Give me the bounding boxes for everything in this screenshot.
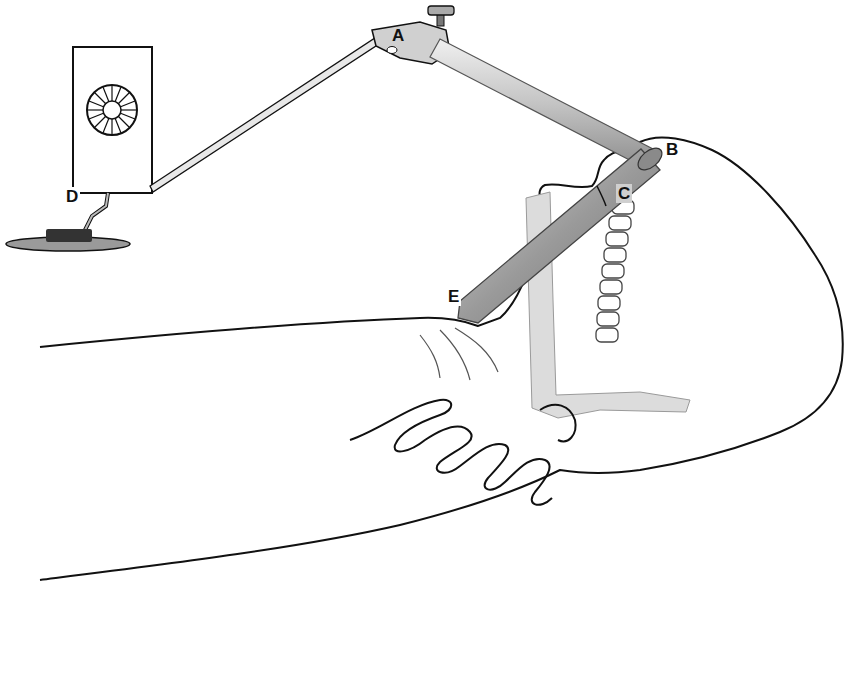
hand-contours	[540, 405, 576, 442]
tube-marker	[597, 186, 606, 206]
part-label: D	[64, 187, 80, 206]
hand-contours	[350, 400, 552, 505]
monitor	[73, 47, 152, 193]
vertebral-column	[596, 200, 634, 342]
patient-outline	[40, 137, 843, 580]
part-label: A	[390, 26, 406, 45]
laryngoscope-tube	[458, 149, 660, 323]
tube-end-cap	[634, 144, 666, 174]
joint-knob	[428, 6, 454, 15]
stand-base	[46, 229, 92, 242]
stand-post	[84, 193, 108, 232]
part-label: E	[446, 287, 461, 306]
endoscopic-view	[87, 85, 137, 135]
joint-knob	[437, 14, 444, 26]
scope-body	[430, 39, 655, 168]
neck-lines	[420, 328, 498, 380]
stand-post	[84, 193, 108, 232]
part-label: B	[664, 140, 680, 159]
holder-arm	[150, 36, 382, 192]
joint-screw	[387, 47, 397, 54]
part-label: C	[616, 184, 632, 203]
